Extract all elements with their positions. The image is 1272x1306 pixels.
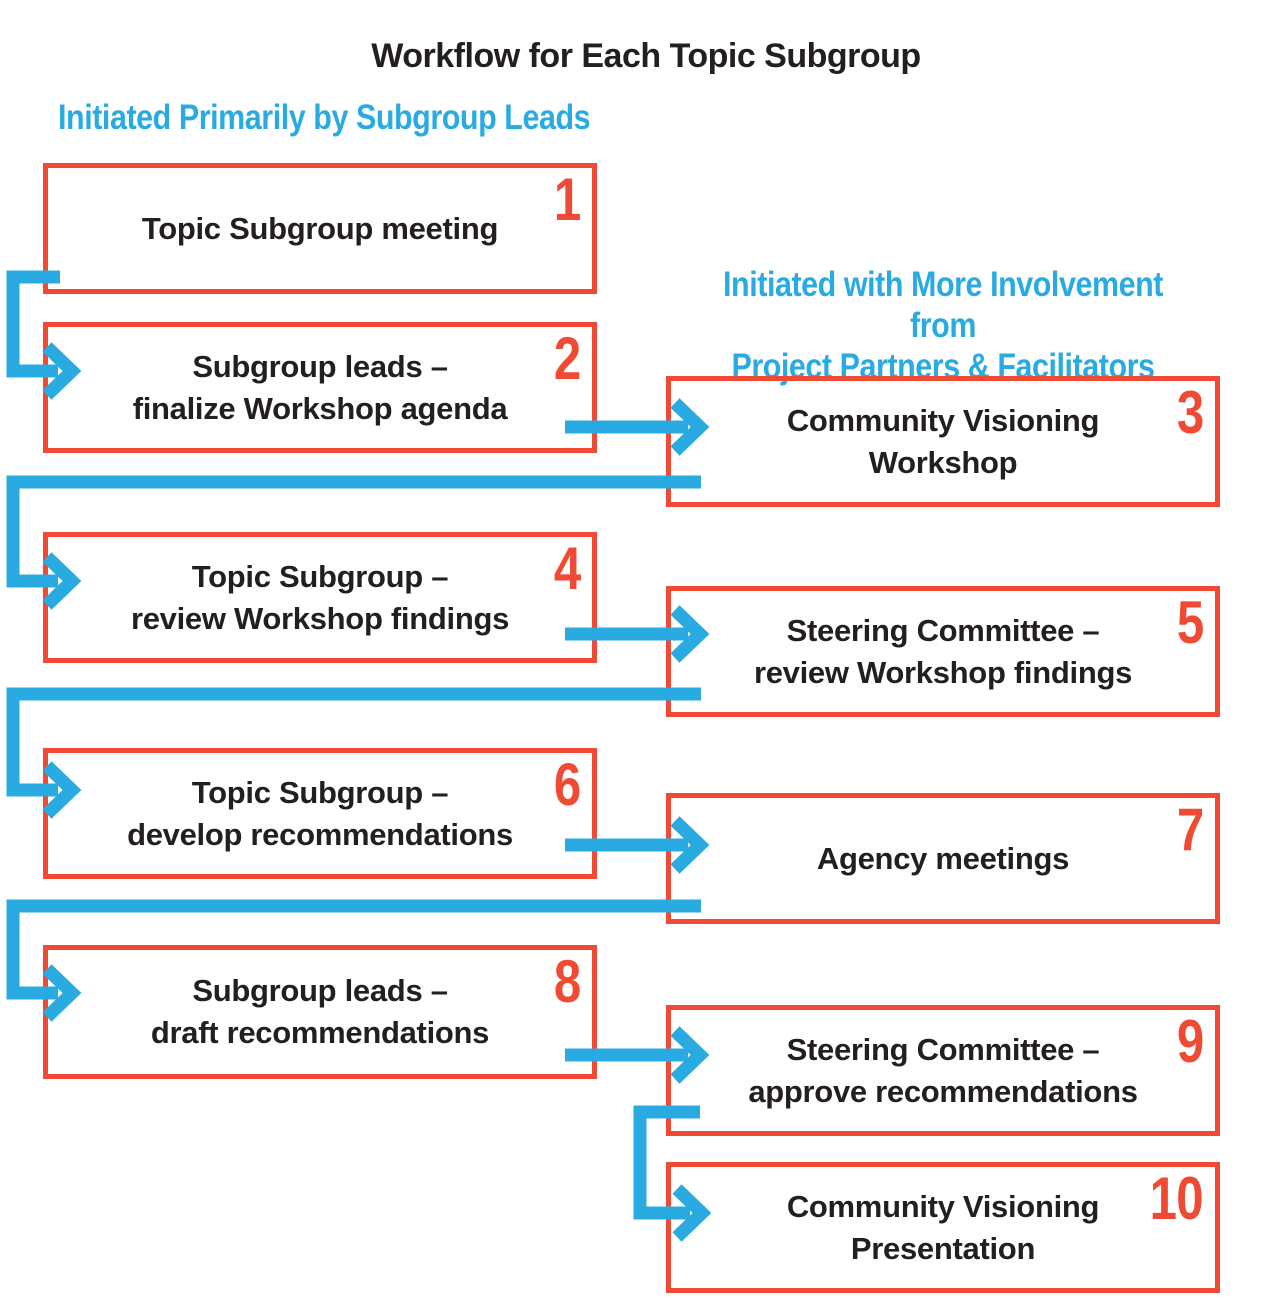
step-text: finalize Workshop agenda — [132, 390, 508, 426]
step-box-7: 7 Agency meetings — [666, 793, 1220, 924]
step-number: 9 — [1176, 1008, 1203, 1075]
step-number: 3 — [1176, 379, 1203, 446]
step-text: Topic Subgroup – — [191, 774, 449, 810]
step-text: Agency meetings — [816, 840, 1070, 876]
step-text: Subgroup leads – — [192, 348, 448, 384]
right-column-header-line-1: Initiated with More Involvement from — [723, 265, 1163, 345]
step-number: 6 — [553, 751, 580, 818]
step-number: 8 — [553, 948, 580, 1015]
step-box-1: 1 Topic Subgroup meeting — [43, 163, 597, 294]
step-box-10: 10 Community Visioning Presentation — [666, 1162, 1220, 1293]
step-text: Subgroup leads – — [192, 973, 448, 1008]
right-column-header: Initiated with More Involvement from Pro… — [702, 264, 1184, 387]
step-number: 5 — [1176, 589, 1203, 656]
step-text: Presentation — [850, 1230, 1036, 1266]
step-text: Workshop — [868, 444, 1018, 480]
step-box-8: 8 Subgroup leads – draft recommendations — [43, 945, 597, 1079]
step-text: Topic Subgroup – — [191, 558, 449, 594]
step-number: 7 — [1176, 796, 1203, 863]
step-box-9: 9 Steering Committee – approve recommend… — [666, 1005, 1220, 1136]
step-text: develop recommendations — [127, 816, 513, 852]
step-number: 2 — [553, 325, 580, 392]
step-box-5: 5 Steering Committee – review Workshop f… — [666, 586, 1220, 717]
step-box-2: 2 Subgroup leads – finalize Workshop age… — [43, 322, 597, 453]
step-text: review Workshop findings — [753, 654, 1133, 690]
left-column-header: Initiated Primarily by Subgroup Leads — [58, 98, 591, 137]
step-box-6: 6 Topic Subgroup – develop recommendatio… — [43, 748, 597, 879]
step-text: approve recommendations — [748, 1073, 1138, 1109]
step-number: 4 — [553, 535, 580, 602]
step-text: Steering Committee – — [786, 612, 1100, 648]
step-number: 10 — [1149, 1165, 1204, 1232]
step-text: Topic Subgroup meeting — [141, 210, 499, 246]
step-box-3: 3 Community Visioning Workshop — [666, 376, 1220, 507]
step-text: review Workshop findings — [130, 600, 510, 636]
step-text: draft recommendations — [150, 1015, 490, 1050]
page-title: Workflow for Each Topic Subgroup — [371, 37, 921, 75]
step-number: 1 — [553, 166, 580, 233]
step-text: Community Visioning — [786, 1188, 1100, 1224]
step-box-4: 4 Topic Subgroup – review Workshop findi… — [43, 532, 597, 663]
step-text: Community Visioning — [786, 402, 1100, 438]
step-text: Steering Committee – — [786, 1031, 1100, 1067]
